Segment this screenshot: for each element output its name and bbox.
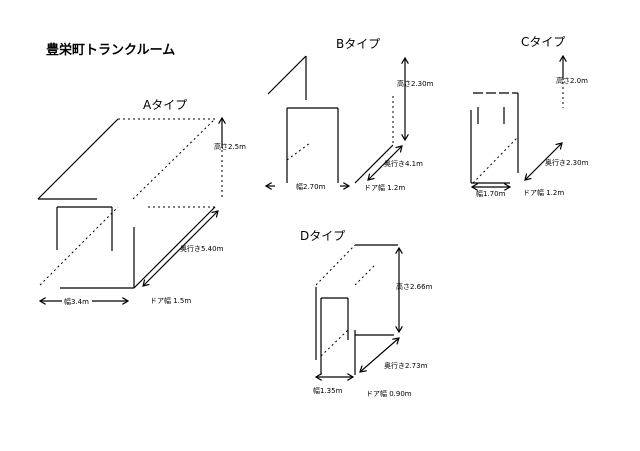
type-a-diagram: Aタイプ 高さ2.5m 奥行き5.40m 幅3.4m ドア幅 1.5m <box>37 98 246 306</box>
type-d-height: 高さ2.66m <box>396 282 433 291</box>
type-b-title: Bタイプ <box>336 37 380 51</box>
type-a-depth: 奥行き5.40m <box>180 244 224 253</box>
type-c-title: Cタイプ <box>521 35 565 49</box>
type-b-depth: 奥行き4.1m <box>384 159 423 168</box>
type-b-door: ドア幅 1.2m <box>364 183 405 192</box>
type-d-title: Dタイプ <box>300 229 345 243</box>
type-c-diagram: Cタイプ 高さ2.0m 奥行き2.30m 幅1.70m ドア幅 1.2m <box>470 35 589 198</box>
type-d-depth: 奥行き2.73m <box>384 361 428 370</box>
page-title: 豊栄町トランクルーム <box>46 42 175 58</box>
type-c-width: 幅1.70m <box>476 189 506 198</box>
type-a-door: ドア幅 1.5m <box>150 296 191 305</box>
type-d-diagram: Dタイプ 高さ2.66m 奥行き2.73m 幅1.35m ドア幅 0.90m <box>300 229 433 398</box>
type-b-width: 幅2.70m <box>296 182 326 191</box>
type-a-width: 幅3.4m <box>64 297 89 306</box>
type-c-door: ドア幅 1.2m <box>523 188 564 197</box>
type-d-width: 幅1.35m <box>313 386 343 395</box>
type-c-height: 高さ2.0m <box>556 76 588 85</box>
type-b-height: 高さ2.30m <box>397 79 434 88</box>
type-c-depth: 奥行き2.30m <box>545 158 589 167</box>
type-d-door: ドア幅 0.90m <box>366 389 412 398</box>
type-b-diagram: Bタイプ 高さ2.30m 奥行き4.1m 幅2.70m ドア幅 1.2m <box>266 37 434 192</box>
type-a-title: Aタイプ <box>143 98 187 112</box>
type-a-height: 高さ2.5m <box>214 142 246 151</box>
